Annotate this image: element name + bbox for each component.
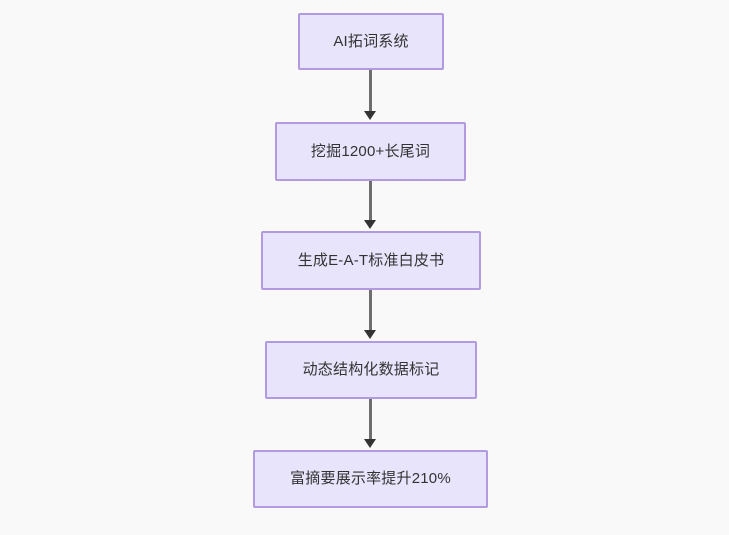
flow-node-ai-keyword-system[interactable]: AI拓词系统 [298,13,444,70]
flow-node-eat-whitepaper[interactable]: 生成E-A-T标准白皮书 [261,231,481,290]
flow-node-longtail-keywords[interactable]: 挖掘1200+长尾词 [275,122,466,181]
flow-node-label: 动态结构化数据标记 [302,361,440,378]
flow-node-rich-snippet-result[interactable]: 富摘要展示率提升210% [253,450,488,508]
arrowhead-n3-n4 [364,330,376,339]
flow-node-label: 生成E-A-T标准白皮书 [297,251,445,269]
flow-node-label: AI拓词系统 [333,32,409,50]
edge-n1-n2 [369,70,372,113]
edge-n2-n3 [369,181,372,222]
edge-n4-n5 [369,399,372,441]
flow-node-label: 挖掘1200+长尾词 [310,142,431,160]
arrowhead-n2-n3 [364,220,376,229]
arrowhead-n1-n2 [364,111,376,120]
edge-n3-n4 [369,290,372,332]
flow-node-label: 富摘要展示率提升210% [290,470,451,487]
arrowhead-n4-n5 [364,439,376,448]
flow-node-structured-data-markup[interactable]: 动态结构化数据标记 [265,341,477,399]
